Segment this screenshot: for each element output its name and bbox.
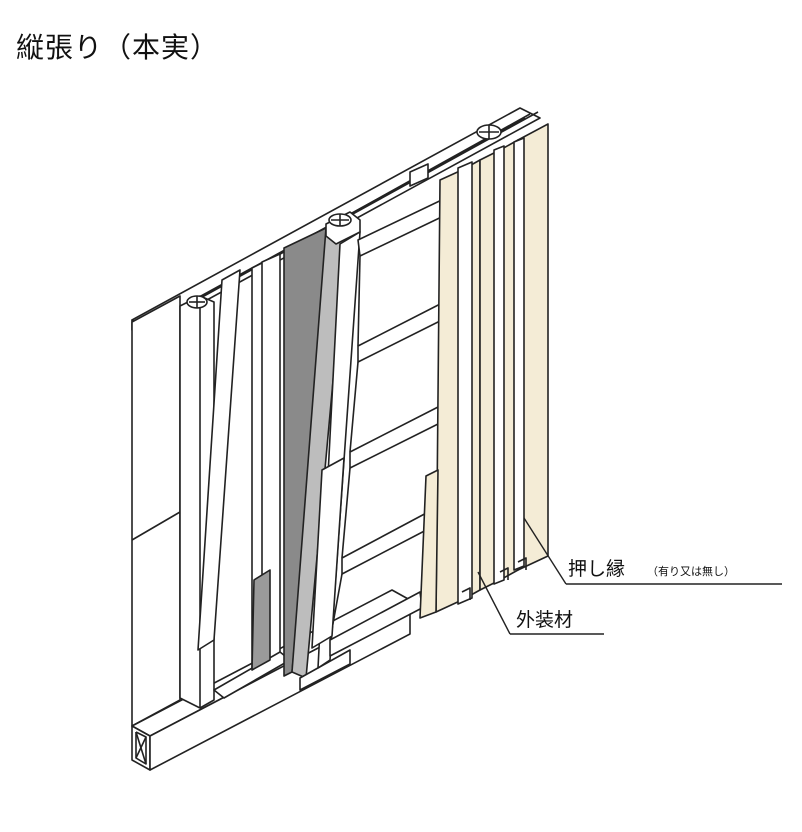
callout-oshibuchi: 押し縁 （有り又は無し） <box>523 517 782 585</box>
diagram-title: 縦張り（本実） <box>16 31 220 64</box>
left-braces <box>197 253 291 699</box>
center-brace <box>311 457 345 649</box>
callout-gaisouzai: 外装材 <box>477 571 604 635</box>
left-wall-board <box>131 295 181 727</box>
label-gaisouzai: 外装材 <box>516 609 573 631</box>
exterior-cladding-boards <box>419 123 549 619</box>
top-plate-bolts <box>409 124 502 187</box>
label-oshibuchi: 押し縁 <box>568 558 625 580</box>
horizontal-girts <box>329 195 453 657</box>
label-oshibuchi-note: （有り又は無し） <box>647 564 735 578</box>
